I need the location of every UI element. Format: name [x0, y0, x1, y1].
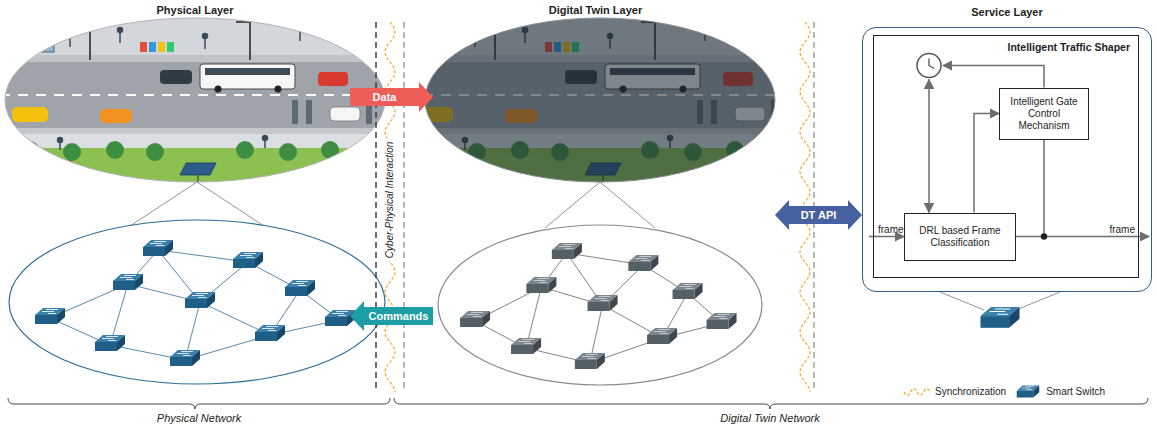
gate-line — [1043, 140, 1045, 237]
legend: Synchronization Smart Switch — [903, 385, 1105, 399]
switch-icon — [170, 350, 200, 366]
process-box: Intelligent Gate Control Mechanism — [999, 88, 1089, 140]
block-arrow — [775, 200, 862, 230]
heading: Service Layer — [863, 6, 1151, 19]
timing-line — [928, 80, 930, 213]
legend-item: Synchronization — [903, 385, 1006, 399]
switch-icon — [113, 274, 143, 290]
switch-icon — [325, 310, 355, 326]
switch-icon — [511, 338, 541, 354]
shaper-box: Intelligent Traffic ShaperIntelligent Ga… — [873, 35, 1139, 278]
switch-icon — [647, 328, 677, 344]
switch-icon — [526, 277, 556, 293]
bracket — [8, 398, 1148, 409]
switch-icon — [95, 335, 125, 351]
signal-label: frame — [1109, 223, 1135, 235]
switch-icon — [233, 252, 263, 268]
clock-icon — [917, 54, 941, 78]
switch-icon — [460, 311, 490, 327]
heading: Physical Layer — [0, 4, 390, 17]
network-links — [475, 253, 722, 363]
switch-icon — [285, 280, 315, 296]
legend-item: Smart Switch — [1014, 385, 1105, 399]
physical-city — [0, 0, 400, 200]
sync-lines — [376, 22, 814, 392]
block-arrow — [350, 301, 433, 331]
switch-icon — [981, 307, 1020, 328]
switch-icon — [35, 308, 65, 324]
box-text: DRL based Frame Classification — [908, 225, 1012, 249]
box-text: Intelligent Gate Control Mechanism — [1003, 96, 1085, 132]
switch-icon — [628, 255, 658, 271]
switch-icon — [707, 313, 737, 329]
frame-line — [1016, 236, 1149, 238]
network-outline — [9, 220, 385, 384]
switch-icon — [185, 292, 215, 308]
boundary-line — [375, 22, 376, 392]
arrow-label: DT API — [799, 209, 839, 222]
process-box: DRL based Frame Classification — [904, 213, 1016, 261]
signal-label: frame — [878, 223, 904, 235]
city-outline — [425, 18, 775, 182]
twin-city — [405, 0, 805, 200]
heading: Intelligent Traffic Shaper — [874, 36, 1138, 59]
flow-arrow — [974, 114, 999, 213]
group-label: Physical Network — [157, 412, 241, 425]
layer-region: Physical Layer — [0, 0, 350, 392]
legend-icon-sample — [1014, 385, 1042, 399]
switch-icon — [143, 240, 173, 256]
heading: Digital Twin Layer — [433, 4, 758, 17]
switch-icon — [552, 243, 582, 259]
frame-line — [869, 236, 904, 238]
junction-dot — [1041, 233, 1047, 239]
boundary-line — [403, 22, 404, 392]
arrow-label: Data — [371, 91, 399, 104]
network-links — [50, 250, 340, 360]
legend-line-sample — [903, 385, 931, 399]
legend-text: Smart Switch — [1046, 386, 1105, 398]
group-label: Digital Twin Network — [720, 412, 819, 425]
arrow-label: Commands — [367, 310, 431, 323]
city-outline — [5, 18, 385, 182]
sync-wave — [385, 22, 395, 392]
timing-line — [943, 66, 1044, 88]
block-arrow — [350, 82, 433, 112]
switch-icon — [575, 353, 605, 369]
legend-text: Synchronization — [935, 386, 1006, 398]
service-panel: Service LayerIntelligent Traffic ShaperI… — [862, 27, 1152, 292]
layer-region: Digital Twin Layer — [433, 0, 775, 392]
switch-icon — [255, 325, 285, 341]
boundary-label: Cyber-Physical Interaction — [384, 139, 396, 262]
switch-icon — [673, 283, 703, 299]
network-outline — [438, 225, 762, 385]
switch-icon — [588, 295, 618, 311]
